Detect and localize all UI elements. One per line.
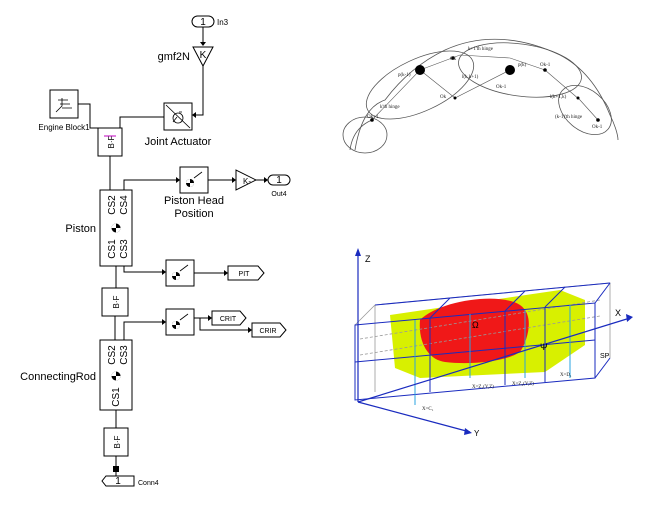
rod-port-cs3: CS3 [119,345,130,365]
pit-sensor-block[interactable] [165,259,195,287]
joint-actuator-label: Joint Actuator [145,136,212,148]
crit-sensor-block[interactable] [165,308,195,336]
piston-port-cs2: CS2 [107,195,118,215]
piston-sensor-block[interactable]: Piston Head Position [164,166,224,220]
axis-y-label: Y [474,429,480,438]
gain-label: gmf2N [158,51,190,63]
output-gain-block[interactable]: K- [235,169,258,191]
piston-sensor-label-line1: Piston Head [164,195,224,207]
gain-value: K [200,50,207,61]
gain-block[interactable]: K gmf2N [158,46,214,68]
piston-label: Piston [65,223,96,235]
goto-pit-label: PIT [239,271,251,278]
label-o-km1: Ok-1 [496,85,507,90]
goto-pit[interactable]: PIT [227,265,265,281]
label-l-k: l(k,k+1) [462,75,479,80]
joint-actuator-block[interactable]: Joint Actuator [145,102,212,148]
label-hinge-k: k'th hinge [380,105,400,110]
outport-label: Out4 [271,191,286,198]
label-o-kp1-left: Ok+1 [367,115,379,120]
connecting-rod-block[interactable]: CS2 CS3 CS1 ConnectingRod [20,339,133,411]
label-z2: X=Z₂(Y,Z) [512,382,534,387]
label-oslash-k1: Ok-1 [540,63,551,68]
inport-in3[interactable]: 1 In3 [191,15,229,28]
piston-port-cs3: CS3 [119,239,130,259]
piston-port-cs4: CS4 [119,195,130,215]
weld-3-label: B·F [113,435,122,448]
label-z1: X=Z₁(Y,Z) [472,385,494,390]
label-hinge-k1: k+1'th hinge [468,47,494,52]
engine-block[interactable]: Engine Block1 [38,89,90,132]
piston-block[interactable]: CS2 CS4 CS1 CS3 Piston [65,189,133,267]
label-psi: Ψ [540,342,548,352]
outport-number: 1 [276,175,282,186]
svg-text:K-: K- [243,177,251,186]
rod-port-cs2: CS2 [107,345,118,365]
label-d1: X=D₁ [560,373,572,378]
conn-port-label: Conn4 [138,480,159,487]
label-oslash-k: Ok [450,57,457,62]
label-o-kp1-right: Ok-1 [592,125,603,130]
weld-block-3[interactable]: B·F [103,427,129,457]
goto-crit[interactable]: CRIT [211,310,247,326]
piston-port-cs1: CS1 [107,239,118,259]
piston-sensor-label-line2: Position [174,208,213,220]
goto-crir-label: CRIR [259,328,276,335]
label-c1: X=C₁ [422,407,434,412]
label-rho-km1: p(k-1) [398,73,411,78]
weld-1-label: B·F [107,135,116,148]
label-hinge-km1: (k-1)'th hinge [555,115,583,120]
label-sp: SP [600,353,610,360]
box3d-diagram: Z X Y SP Ψ Ω X=C₁ X=Z₁(Y,Z) X=Z₂(Y,Z) X=… [354,248,633,438]
label-rho-k: p(k) [518,63,527,68]
weld-block-1[interactable]: B·F [97,127,123,157]
axis-x-label: X [615,308,621,318]
connecting-rod-label: ConnectingRod [20,371,96,383]
goto-crir[interactable]: CRIR [251,322,287,338]
goto-crit-label: CRIT [220,316,237,323]
label-o-k: Ok [440,95,447,100]
rod-port-cs1: CS1 [111,387,122,407]
label-l-km: l(k+1,k) [550,95,567,100]
engine-block-label: Engine Block1 [38,123,90,132]
axis-z-label: Z [365,254,371,264]
chain-hinge-diagram: k+1'th hinge (k-1)'th hinge k'th hinge p… [342,38,619,154]
outport-out4[interactable]: 1 Out4 [267,174,291,198]
conn-port[interactable]: 1 Conn4 [101,475,159,487]
simulink-model: 1 In3 K gmf2N Joint Actuator Engine Bloc… [20,15,291,487]
inport-in3-number: 1 [200,17,206,28]
conn-port-number: 1 [115,476,121,487]
label-omega: Ω [472,320,479,330]
weld-2-label: B·F [112,295,121,308]
weld-block-2[interactable]: B·F [101,287,129,317]
inport-in3-label: In3 [217,18,229,27]
